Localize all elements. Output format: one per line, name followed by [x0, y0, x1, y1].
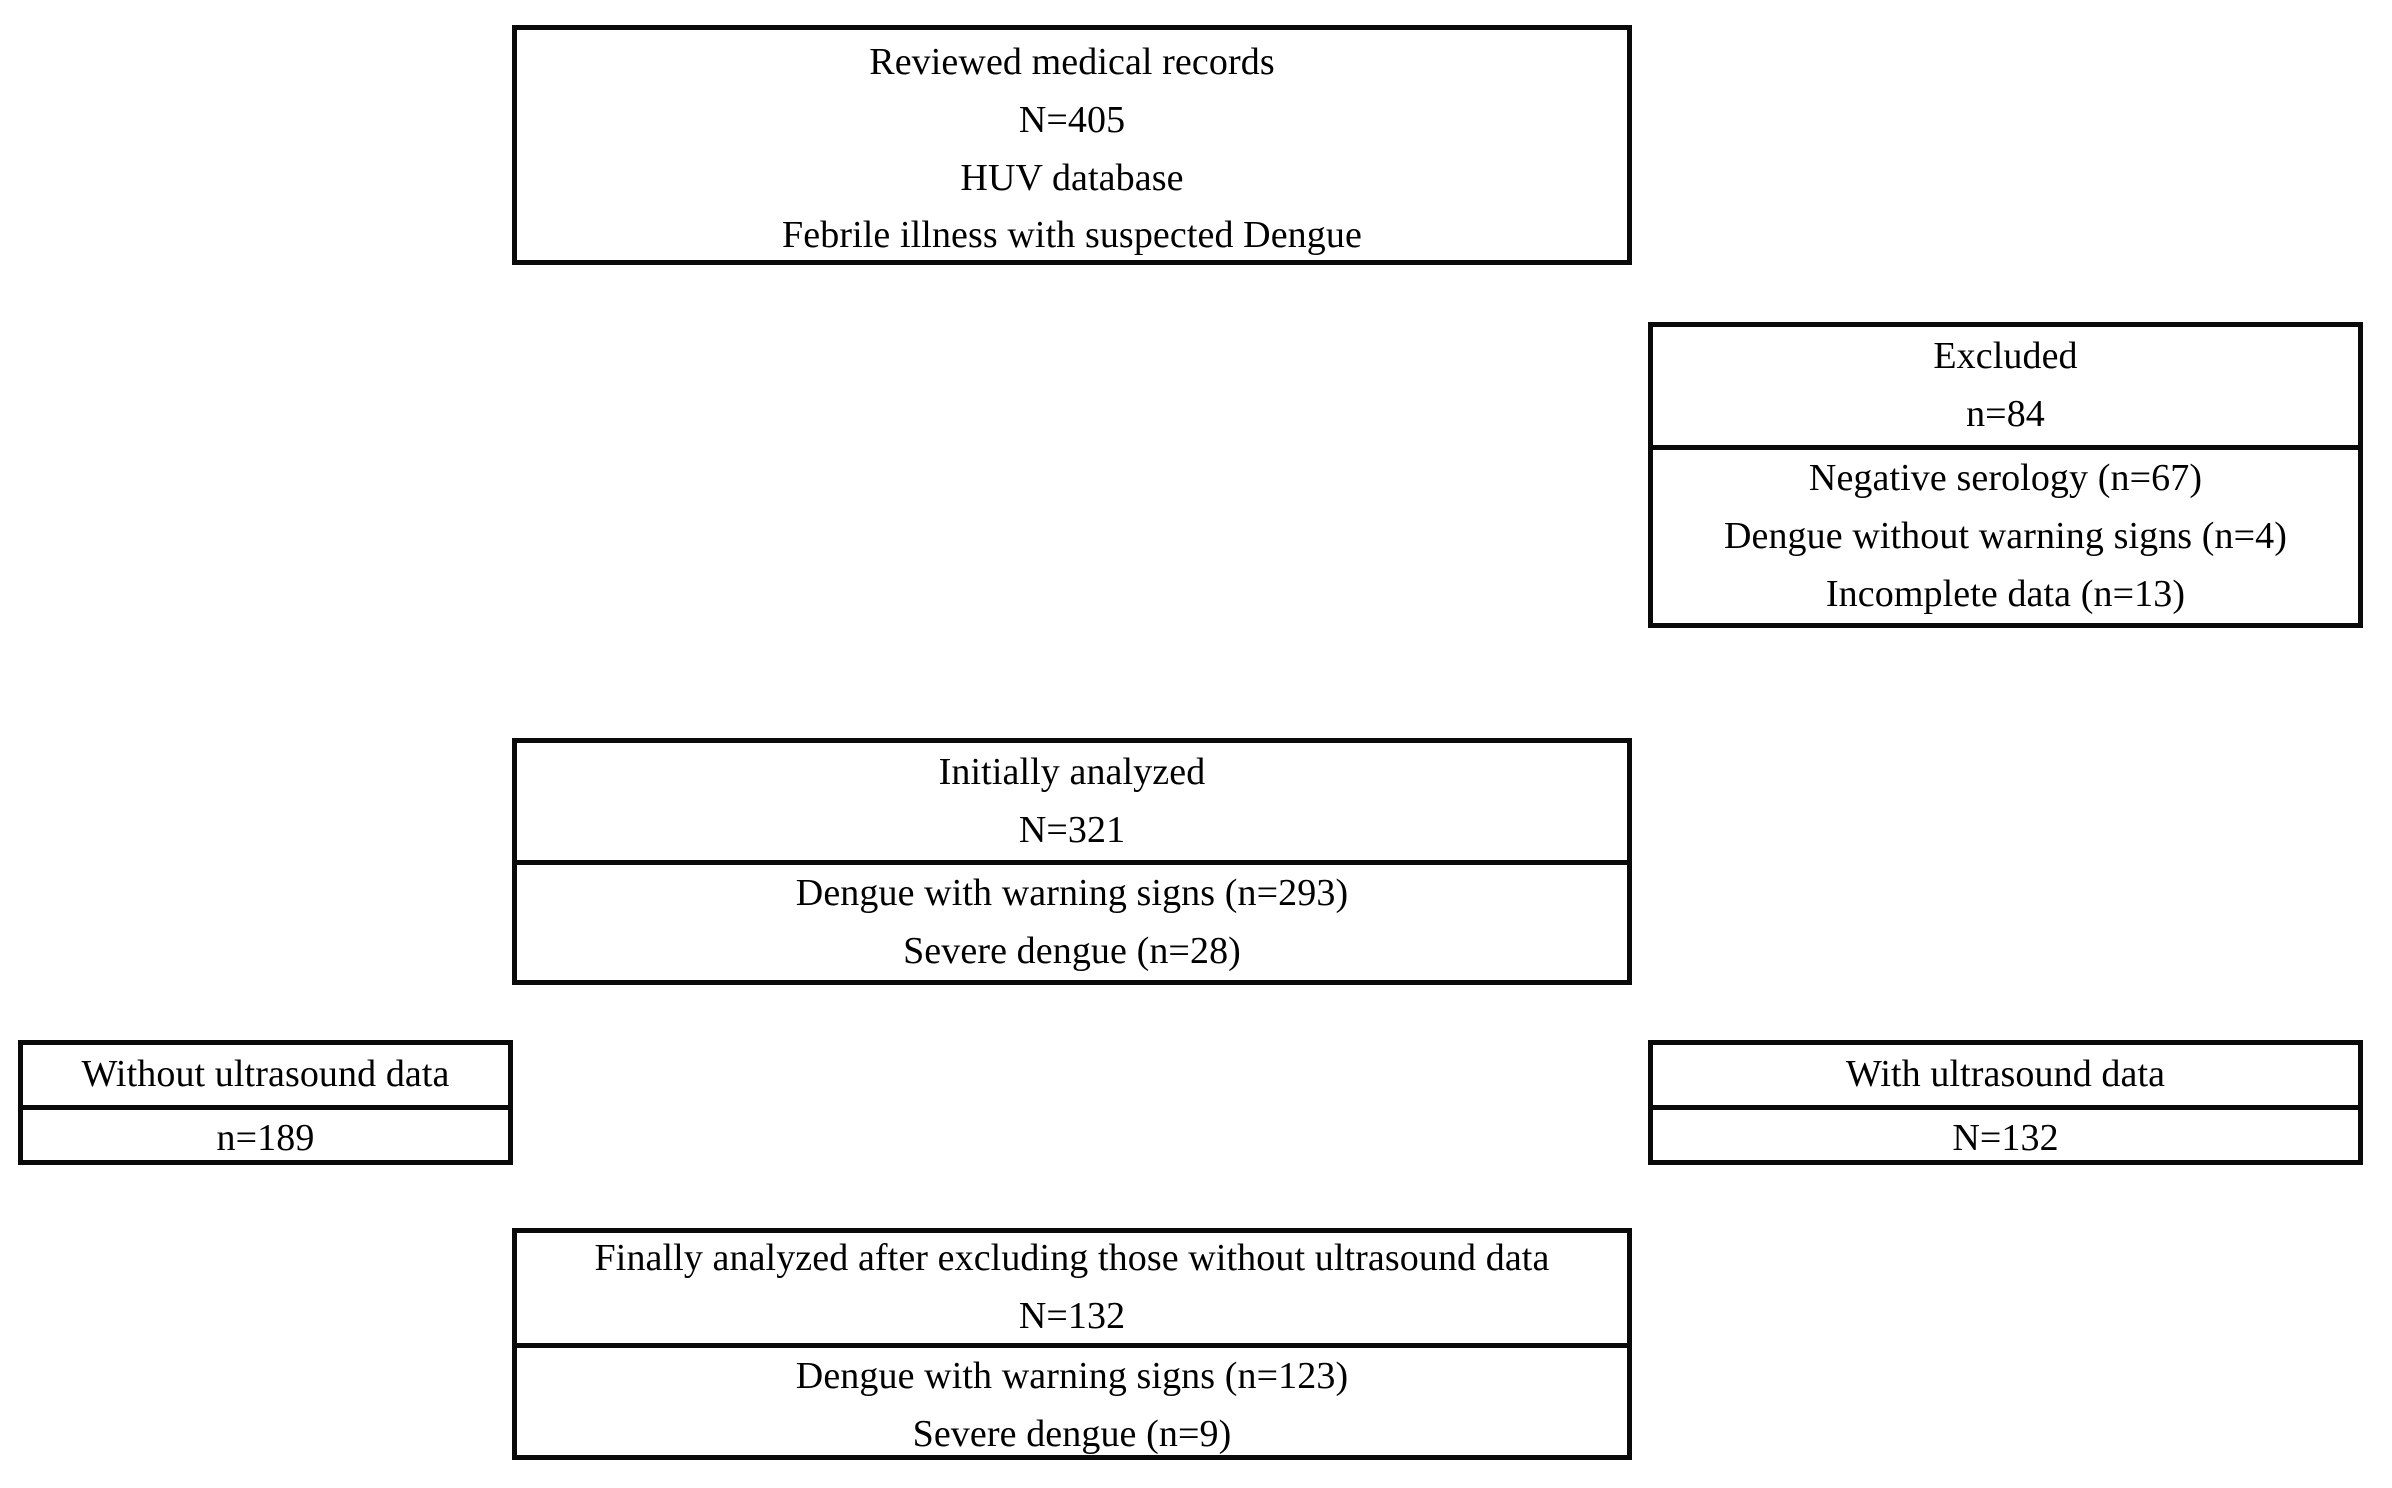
box-cell-finally-analyzed-header: Finally analyzed after excluding those w…	[517, 1233, 1627, 1343]
box-line-initially-analyzed-title: Initially analyzed	[938, 750, 1206, 793]
box-line-finally-analyzed-title: Finally analyzed after excluding those w…	[594, 1237, 1550, 1280]
flow-box-with-ultrasound: With ultrasound data N=132	[1648, 1040, 2363, 1165]
box-line-excluded-title: Excluded	[1933, 335, 2078, 378]
box-cell-finally-analyzed-breakdown: Dengue with warning signs (n=123) Severe…	[517, 1343, 1627, 1464]
box-line-initially-analyzed-warning-signs: Dengue with warning signs (n=293)	[795, 872, 1349, 914]
box-line-with-ultrasound-title: With ultrasound data	[1845, 1053, 2166, 1096]
flow-box-reviewed-records: Reviewed medical records N=405 HUV datab…	[512, 25, 1632, 265]
box-line-with-ultrasound-count: N=132	[1952, 1117, 2059, 1159]
box-line-reviewed-records-source: HUV database	[960, 156, 1184, 199]
box-line-without-ultrasound-title: Without ultrasound data	[81, 1053, 450, 1096]
box-line-excluded-dengue-no-warning: Dengue without warning signs (n=4)	[1723, 514, 2288, 557]
box-line-finally-analyzed-warning-signs: Dengue with warning signs (n=123)	[795, 1355, 1349, 1397]
box-line-finally-analyzed-count: N=132	[1018, 1295, 1126, 1337]
box-line-without-ultrasound-count: n=189	[216, 1117, 315, 1159]
flow-box-initially-analyzed: Initially analyzed N=321 Dengue with war…	[512, 738, 1632, 985]
box-cell-with-ultrasound-count: N=132	[1653, 1105, 2358, 1168]
flow-box-without-ultrasound: Without ultrasound data n=189	[18, 1040, 513, 1165]
box-cell-without-ultrasound-count: n=189	[23, 1105, 508, 1168]
box-line-finally-analyzed-severe: Severe dengue (n=9)	[912, 1412, 1232, 1455]
box-cell-initially-analyzed-header: Initially analyzed N=321	[517, 743, 1627, 860]
box-line-excluded-negative-serology: Negative serology (n=67)	[1808, 457, 2203, 499]
box-cell-excluded-reasons: Negative serology (n=67) Dengue without …	[1653, 445, 2358, 623]
box-line-reviewed-records-criteria: Febrile illness with suspected Dengue	[782, 214, 1362, 257]
flow-box-finally-analyzed: Finally analyzed after excluding those w…	[512, 1228, 1632, 1460]
box-line-initially-analyzed-severe: Severe dengue (n=28)	[903, 929, 1241, 972]
box-cell-with-ultrasound-header: With ultrasound data	[1653, 1045, 2358, 1105]
box-line-reviewed-records-title: Reviewed medical records	[869, 41, 1275, 83]
box-cell-without-ultrasound-header: Without ultrasound data	[23, 1045, 508, 1105]
box-cell-excluded-header: Excluded n=84	[1653, 327, 2358, 445]
box-line-reviewed-records-count: N=405	[1018, 98, 1126, 141]
box-line-excluded-incomplete-data: Incomplete data (n=13)	[1825, 572, 2186, 615]
box-line-excluded-count: n=84	[1966, 393, 2045, 435]
box-line-initially-analyzed-count: N=321	[1018, 808, 1126, 851]
box-cell-initially-analyzed-breakdown: Dengue with warning signs (n=293) Severe…	[517, 860, 1627, 981]
flow-box-excluded: Excluded n=84 Negative serology (n=67) D…	[1648, 322, 2363, 628]
box-cell-reviewed-records-main: Reviewed medical records N=405 HUV datab…	[517, 30, 1627, 265]
